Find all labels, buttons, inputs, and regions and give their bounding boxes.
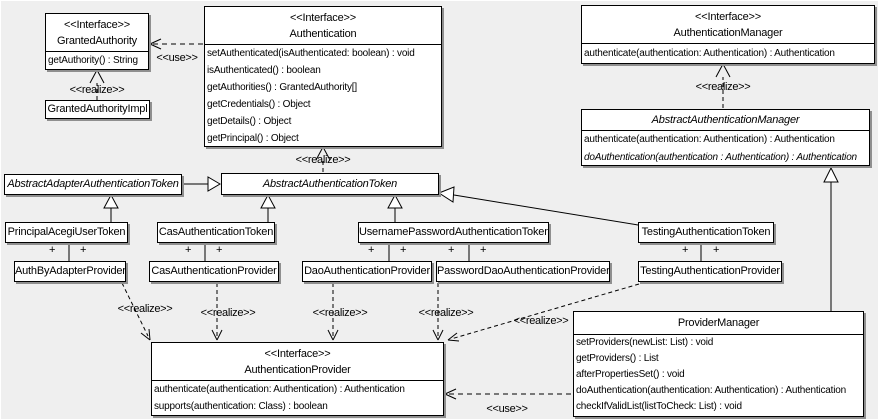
class-name: AbstractAdapterAuthenticationToken	[7, 178, 179, 190]
class-authentication[interactable]: <<Interface>> Authentication setAuthenti…	[204, 6, 442, 147]
method: afterPropertiesSet() : void	[576, 369, 685, 380]
method: doAuthentication(authentication : Authen…	[584, 152, 857, 163]
class-granted-authority[interactable]: <<Interface>> GrantedAuthority getAuthor…	[45, 13, 149, 70]
class-name: TestingAuthenticationToken	[641, 226, 771, 238]
method: getCredentials() : Object	[207, 99, 311, 110]
method: authenticate(authentication: Authenticat…	[584, 134, 835, 145]
method: authenticate(authentication: Authenticat…	[584, 48, 835, 59]
class-auth-by-adapter-provider[interactable]: AuthByAdapterProvider	[14, 261, 126, 282]
assoc-plus: +	[368, 244, 375, 256]
assoc-plus: +	[49, 244, 56, 256]
edge-realize-abstractauthenticationtoken	[315, 146, 331, 172]
edge-gen-providermanager	[823, 166, 839, 311]
method: getPrincipal() : Object	[207, 133, 299, 144]
method: authenticate(authentication: Authenticat…	[154, 384, 405, 395]
stereotype-label: <<Interface>>	[290, 12, 356, 24]
class-name: GrantedAuthorityImpl	[47, 103, 148, 115]
class-name: AbstractAuthenticationManager	[582, 110, 869, 131]
edge-use-providermanager-authenticationprovider	[444, 388, 571, 400]
class-cas-authentication-provider[interactable]: CasAuthenticationProvider	[149, 261, 279, 282]
method: isAuthenticated() : boolean	[207, 65, 321, 76]
class-testing-authentication-provider[interactable]: TestingAuthenticationProvider	[638, 261, 782, 282]
class-name: TestingAuthenticationProvider	[640, 265, 780, 277]
edge-gen-testing-token	[437, 186, 639, 226]
use-label: <<use>>	[156, 52, 198, 64]
realize-label: <<realize>>	[117, 303, 173, 315]
edge-realize-authbyadapterprovider	[121, 282, 151, 341]
class-granted-authority-impl[interactable]: GrantedAuthorityImpl	[45, 100, 150, 119]
edge-use-authentication-grantedauthority	[149, 38, 203, 50]
class-name: DaoAuthenticationProvider	[304, 265, 430, 277]
edge-realize-testingauthenticationprovider	[447, 283, 640, 342]
stereotype-label: <<Interface>>	[695, 11, 761, 23]
class-name: PasswordDaoAuthenticationProvider	[437, 265, 609, 277]
class-abstract-authentication-token[interactable]: AbstractAuthenticationToken	[221, 173, 439, 195]
method: doAuthentication(authentication: Authent…	[576, 385, 846, 396]
use-label: <<use>>	[486, 403, 528, 415]
realize-label: <<realize>>	[695, 81, 751, 93]
assoc-plus: +	[400, 244, 407, 256]
realize-label: <<realize>>	[312, 307, 368, 319]
method: getDetails() : Object	[207, 116, 292, 127]
class-cas-authentication-token[interactable]: CasAuthenticationToken	[157, 222, 275, 243]
class-name: AbstractAuthenticationToken	[262, 178, 398, 190]
realize-label: <<realize>>	[418, 307, 474, 319]
assoc-plus: +	[682, 244, 689, 256]
assoc-plus: +	[713, 244, 720, 256]
assoc-plus: +	[216, 244, 223, 256]
class-abstract-adapter-authentication-token[interactable]: AbstractAdapterAuthenticationToken	[4, 174, 182, 195]
class-authentication-provider[interactable]: <<Interface>> AuthenticationProvider aut…	[151, 342, 444, 416]
class-name: ProviderManager	[574, 312, 863, 335]
method: supports(authentication: Class) : boolea…	[154, 401, 328, 412]
class-name: CasAuthenticationToken	[158, 226, 274, 238]
realize-label: <<realize>>	[200, 307, 256, 319]
stereotype-label: <<Interface>>	[264, 348, 331, 360]
stereotype-label: <<Interface>>	[64, 19, 130, 31]
class-authentication-manager[interactable]: <<Interface>> AuthenticationManager auth…	[581, 5, 875, 64]
class-name: Authentication	[289, 28, 357, 40]
edge-realize-passworddaoauthenticationprovider	[432, 283, 444, 341]
class-provider-manager[interactable]: ProviderManager setProviders(newList: Li…	[573, 311, 864, 417]
class-dao-authentication-provider[interactable]: DaoAuthenticationProvider	[302, 261, 432, 282]
class-principal-acegi-user-token[interactable]: PrincipalAcegiUserToken	[5, 222, 128, 243]
class-name: AuthenticationProvider	[244, 364, 351, 376]
class-testing-authentication-token[interactable]: TestingAuthenticationToken	[638, 222, 774, 243]
edge-realize-abstractauthenticationmanager	[715, 63, 731, 108]
method: getAuthorities() : GrantedAuthority[]	[207, 82, 357, 93]
class-name: GrantedAuthority	[57, 35, 137, 47]
method: setProviders(newList: List) : void	[576, 337, 714, 348]
class-abstract-authentication-manager[interactable]: AbstractAuthenticationManager authentica…	[581, 109, 870, 166]
edge-realize-casauthenticationprovider	[211, 283, 223, 341]
class-name: AuthenticationManager	[673, 27, 783, 39]
method: checkIfValidList(listToCheck: List) : vo…	[576, 401, 742, 412]
realize-label: <<realize>>	[513, 315, 569, 327]
class-name: UsernamePasswordAuthenticationToken	[359, 226, 548, 238]
class-name: CasAuthenticationProvider	[151, 265, 277, 277]
assoc-plus: +	[480, 244, 487, 256]
assoc-plus: +	[448, 244, 455, 256]
class-name: AuthByAdapterProvider	[15, 265, 125, 277]
realize-label: <<realize>>	[69, 84, 125, 96]
edge-gen-principal-token	[103, 193, 119, 222]
edge-gen-usernamepassword-token	[387, 193, 403, 222]
assoc-plus: +	[80, 244, 87, 256]
method: setAuthenticated(isAuthenticated: boolea…	[207, 48, 415, 59]
assoc-plus: +	[185, 244, 192, 256]
edge-realize-grantedauthorityimpl	[89, 69, 105, 100]
class-username-password-authentication-token[interactable]: UsernamePasswordAuthenticationToken	[358, 222, 549, 243]
class-name: PrincipalAcegiUserToken	[7, 226, 126, 238]
class-password-dao-authentication-provider[interactable]: PasswordDaoAuthenticationProvider	[436, 261, 610, 282]
edge-gen-cas-token	[260, 193, 276, 222]
method: getAuthority() : String	[48, 55, 138, 66]
edge-realize-daoauthenticationprovider	[327, 283, 339, 341]
edge-gen-adapter-token	[182, 176, 221, 192]
method: getProviders() : List	[576, 353, 659, 364]
realize-label: <<realize>>	[295, 154, 351, 166]
